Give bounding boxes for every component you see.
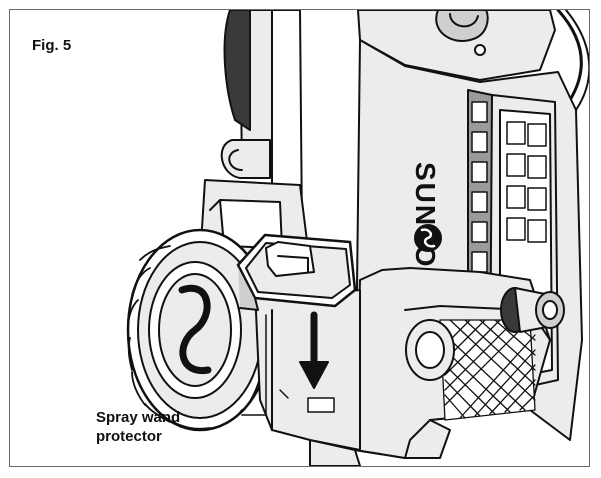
callout-line2: protector [96,428,162,445]
slot-marker [307,397,335,413]
callout-label: Spray wand protector [96,408,180,446]
callout-line1: Spray wand [96,409,181,426]
figure-frame: SUNJOE [9,9,590,467]
vent-grid [439,319,536,421]
callout-leader [241,314,267,416]
spray-wand-protector [236,233,357,311]
wheel-icon [126,228,274,432]
handle-grip-top [223,10,251,131]
figure-label: Fig. 5 [32,37,72,54]
water-inlet [405,319,455,381]
wheel-hub-logo [178,284,212,374]
pressure-washer-illustration: SUNJOE [126,10,589,466]
hose-connector-icon [500,287,565,333]
sunjoe-logo-icon [414,224,442,252]
down-arrow-icon [299,311,329,389]
hose-curve [556,10,583,102]
